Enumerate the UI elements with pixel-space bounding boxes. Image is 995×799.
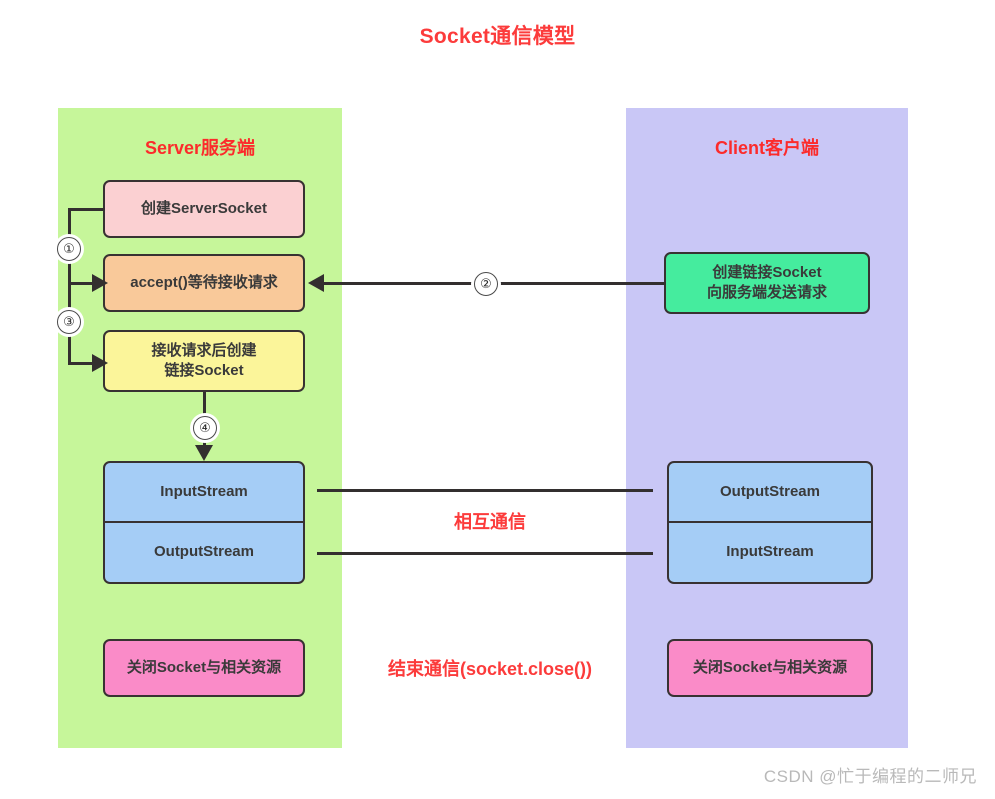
node-label: InputStream	[160, 482, 248, 500]
node-label: OutputStream	[153, 543, 254, 561]
server-panel-title: Server服务端	[144, 138, 256, 158]
node-label: 创建ServerSocket	[141, 199, 267, 217]
node-label-line2: 向服务端发送请求	[706, 284, 827, 301]
node-label-line2: 链接Socket	[164, 362, 244, 379]
connector-server-out-client-in	[317, 552, 653, 555]
step-marker-2: ②	[474, 272, 498, 296]
arrowhead-to-inputstream	[195, 445, 213, 461]
arrowhead-to-accept-from-client	[308, 274, 324, 292]
node-label: 关闭Socket与相关资源	[692, 658, 848, 676]
node-label-line1: 接收请求后创建	[151, 341, 257, 359]
page-title: Socket通信模型	[419, 25, 576, 48]
watermark: CSDN @忙于编程的二师兄	[763, 767, 977, 786]
node-server-input-stream[interactable]: InputStream	[103, 461, 305, 522]
node-create-server-socket[interactable]: 创建ServerSocket	[103, 180, 305, 238]
label-end-communication: 结束通信(socket.close())	[387, 659, 593, 679]
node-accept-wait[interactable]: accept()等待接收请求	[103, 254, 305, 312]
client-panel-title: Client客户端	[714, 138, 819, 158]
node-label-line1: 创建链接Socket	[712, 263, 822, 281]
node-client-close-socket[interactable]: 关闭Socket与相关资源	[667, 639, 873, 697]
node-label: accept()等待接收请求	[130, 273, 278, 291]
connector-rail-to-accept	[68, 282, 95, 285]
node-client-input-stream[interactable]: InputStream	[667, 522, 873, 584]
step-marker-1: ①	[57, 237, 81, 261]
connector-left-rail	[68, 208, 71, 363]
step-marker-3: ③	[57, 310, 81, 334]
node-label: OutputStream	[719, 482, 820, 500]
connector-server-in-client-out	[317, 489, 653, 492]
node-server-output-stream[interactable]: OutputStream	[103, 522, 305, 584]
connector-serversocket-stub	[68, 208, 105, 211]
step-marker-4: ④	[193, 416, 217, 440]
node-label: InputStream	[726, 543, 814, 561]
arrowhead-to-accept	[92, 274, 108, 292]
label-mutual-communication: 相互通信	[454, 512, 526, 532]
node-client-output-stream[interactable]: OutputStream	[667, 461, 873, 522]
node-create-link-socket[interactable]: 接收请求后创建 链接Socket	[103, 330, 305, 392]
node-label: 关闭Socket与相关资源	[126, 658, 282, 676]
node-create-connect-socket[interactable]: 创建链接Socket 向服务端发送请求	[664, 252, 870, 314]
connector-rail-to-linksocket	[68, 362, 95, 365]
arrowhead-to-linksocket	[92, 354, 108, 372]
node-server-close-socket[interactable]: 关闭Socket与相关资源	[103, 639, 305, 697]
